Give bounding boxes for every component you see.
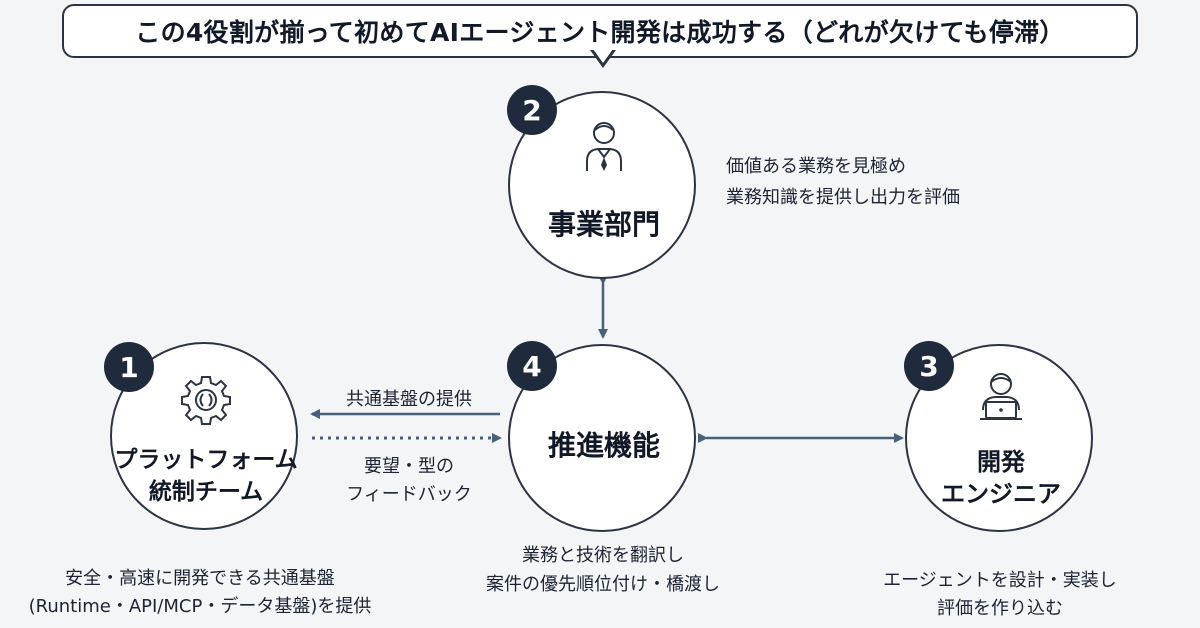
feedback-label-line-1: 要望・型の <box>364 456 454 477</box>
node-platform-title-line-2: 統制チーム <box>148 479 264 505</box>
node-engineer-title-line-2: エンジニア <box>941 480 1061 508</box>
node-promotion-title: 推進機能 <box>547 429 660 462</box>
platform-description-line-1: 安全・高速に開発できる共通基盤 <box>65 568 335 589</box>
headline-title: この4役割が揃って初めてAIエージェント開発は成功する（どれが欠けても停滞） <box>135 18 1065 47</box>
promotion-description-line-2: 案件の優先順位付け・橋渡し <box>486 574 720 595</box>
business-description-line-1: 価値ある業務を見極め <box>726 156 906 177</box>
promotion-description-line-1: 業務と技術を翻訳し <box>522 545 684 566</box>
business-person-icon <box>586 122 622 171</box>
badge-2: 2 <box>507 85 557 135</box>
platform-description-line-2: (Runtime・API/MCP・データ基盤)を提供 <box>28 596 372 617</box>
shared-platform-label: 共通基盤の提供 <box>346 389 472 410</box>
badge-1: 1 <box>104 342 154 392</box>
engineer-description-line-1: エージェントを設計・実装し <box>883 570 1117 591</box>
badge-4: 4 <box>507 341 557 391</box>
node-business-title: 事業部門 <box>547 208 660 241</box>
business-description-line-2: 業務知識を提供し出力を評価 <box>726 187 960 208</box>
gear-icon <box>181 376 231 425</box>
engineer-description-line-2: 評価を作り込む <box>937 598 1063 619</box>
node-platform-title-line-1: プラットフォーム <box>114 447 298 473</box>
node-engineer-title-line-1: 開発 <box>977 448 1025 476</box>
developer-laptop-icon <box>980 373 1022 420</box>
callout-tail-fill <box>593 49 613 63</box>
feedback-label-line-2: フィードバック <box>346 484 472 505</box>
badge-3: 3 <box>904 341 954 391</box>
